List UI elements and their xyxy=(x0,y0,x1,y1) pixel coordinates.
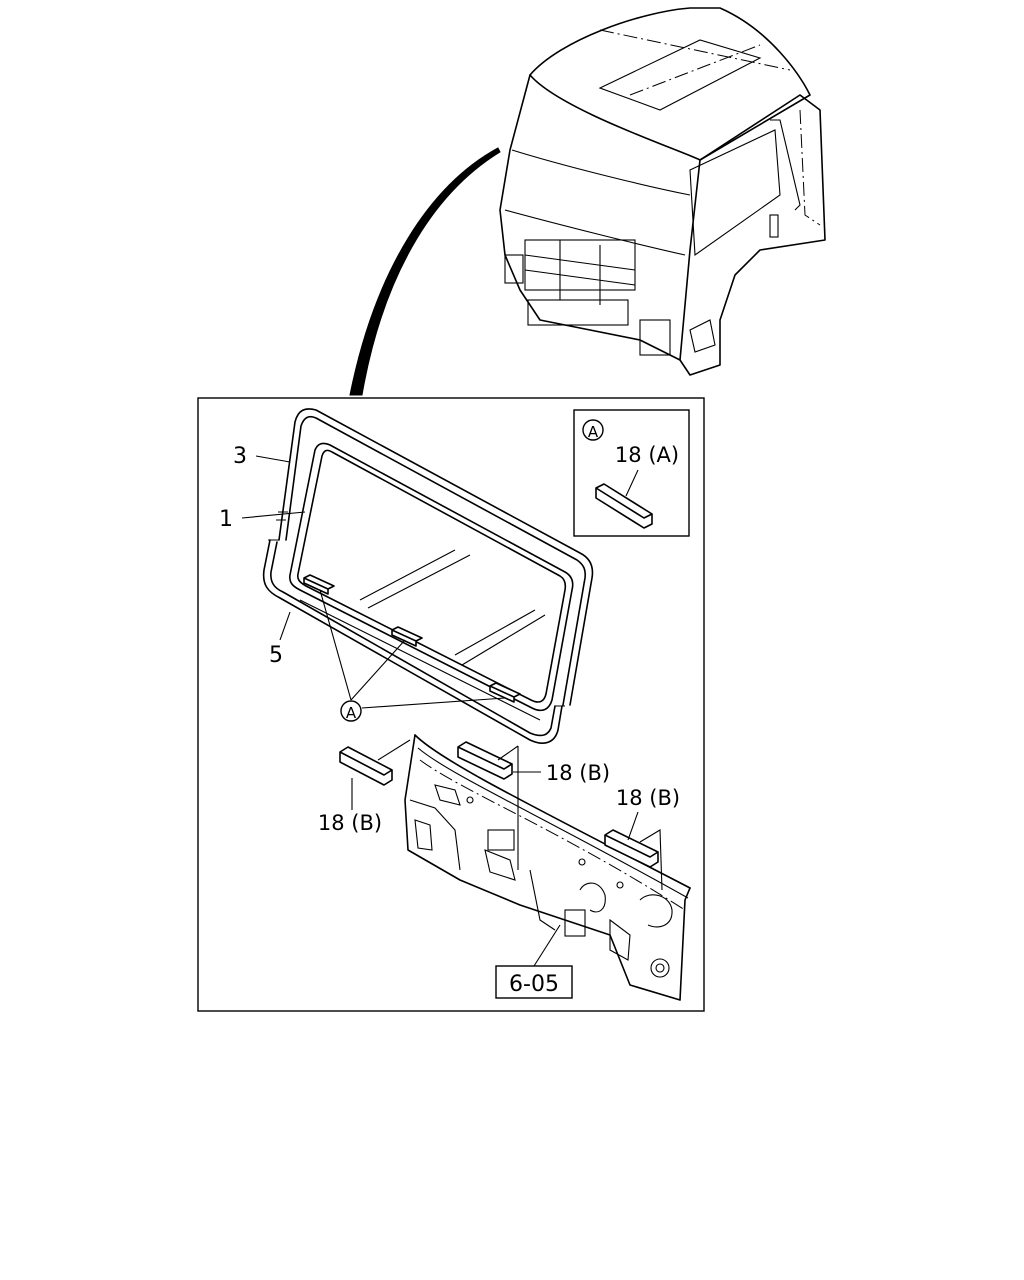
detail-box-part-label: 18 (A) xyxy=(615,443,679,467)
detail-marker-circle xyxy=(340,700,362,722)
detail-box-marker: A xyxy=(588,423,599,441)
spacer-18a xyxy=(595,483,653,529)
detail-box-a: A 18 (A) xyxy=(573,409,690,537)
callout-18b-center: 18 (B) xyxy=(546,761,610,785)
weatherstrip-lower-inner xyxy=(270,541,556,737)
truck-cab-illustration xyxy=(499,7,826,376)
glass-spacer-center xyxy=(391,626,423,647)
callout-18b-right: 18 (B) xyxy=(616,786,680,810)
callout-18b-left: 18 (B) xyxy=(318,811,382,835)
callout-5: 5 xyxy=(269,643,283,668)
detail-marker: A xyxy=(346,704,357,722)
windshield-glass-outer xyxy=(289,442,574,712)
weatherstrip-upper xyxy=(278,408,594,706)
reference-label: 6-05 xyxy=(509,972,559,997)
cowl-spacer-left xyxy=(339,746,393,786)
main-frame xyxy=(197,397,705,1012)
cowl-spacer-right xyxy=(604,829,659,868)
cowl-spacer-center xyxy=(457,741,513,780)
callout-3: 3 xyxy=(233,444,247,469)
glass-spacer-left xyxy=(303,574,335,595)
callout-1: 1 xyxy=(219,507,233,532)
weatherstrip-upper-inner xyxy=(285,415,587,706)
reference-box xyxy=(495,965,573,999)
weatherstrip-lower xyxy=(262,539,563,744)
glass-spacer-right xyxy=(489,682,521,703)
zoom-arrow xyxy=(349,147,501,396)
windshield-glass-inner xyxy=(296,449,567,703)
